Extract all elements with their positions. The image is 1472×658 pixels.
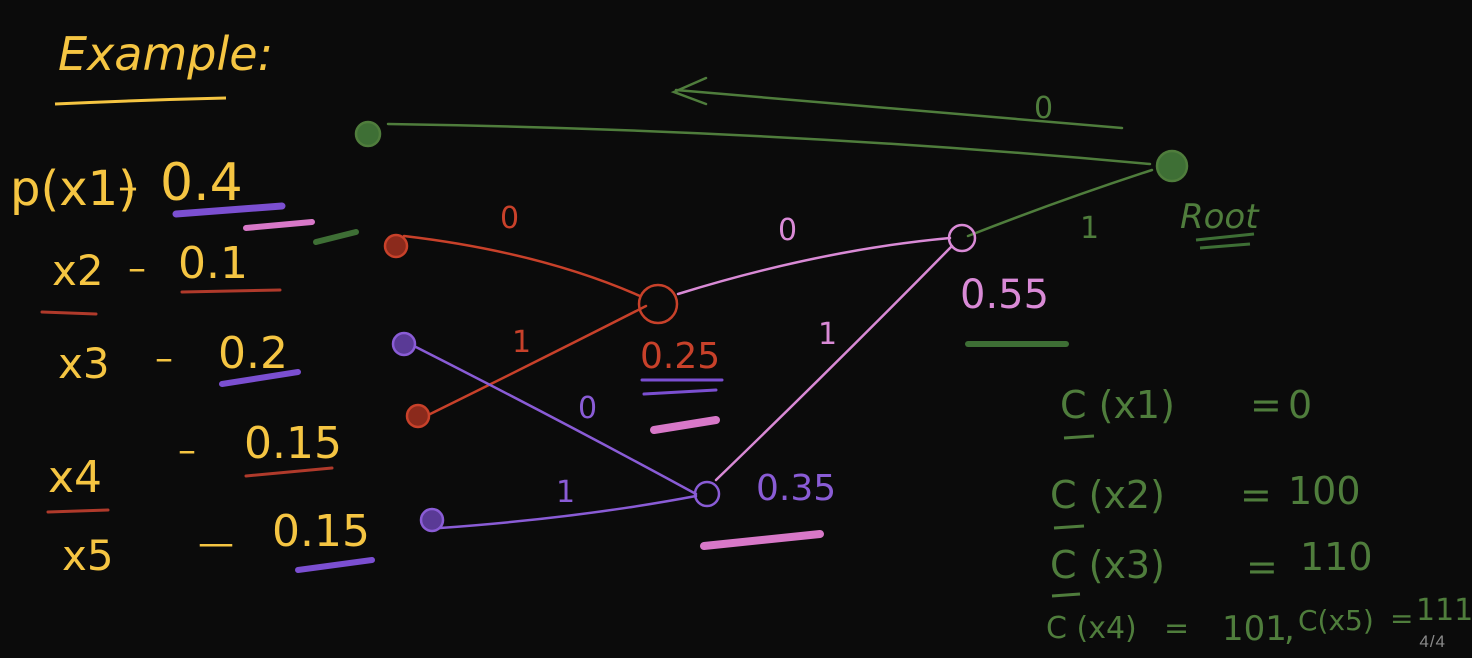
- edge-node25-node55: [676, 236, 952, 296]
- sum-label-35: 0.35: [756, 468, 836, 509]
- node-35: [693, 480, 721, 508]
- prob-dash-x4: –: [178, 430, 196, 471]
- root-label: Root: [1180, 197, 1260, 237]
- prob-dash-x5: —: [198, 523, 234, 564]
- prob-symbol-x1: p(x1): [10, 161, 137, 217]
- code-lhs-x3: C (x3): [1050, 543, 1165, 587]
- edge-label-x2-node25: 0: [500, 201, 519, 236]
- title-underline: [54, 96, 227, 106]
- code-eq-x1: =: [1250, 383, 1282, 427]
- code-rhs-x4: 101: [1222, 609, 1287, 649]
- prob-value-x4: 0.15: [244, 418, 342, 469]
- sum-label-55: 0.55: [960, 272, 1049, 318]
- code-underlines: [1051, 434, 1095, 598]
- code-rhs-x5: 111: [1416, 593, 1472, 628]
- edge-label-x4-node25: 1: [512, 325, 531, 360]
- edge-label-node35-node55: 1: [818, 317, 837, 352]
- probability-underlines: [40, 202, 375, 573]
- code-list: C (x1) = 0 C (x2) = 100 C (x3) = 110 C (…: [1046, 383, 1472, 649]
- edge-label-x5-node35: 1: [556, 475, 575, 510]
- edge-label-node55-root: 1: [1080, 211, 1099, 246]
- sum-underlines: [640, 341, 1069, 550]
- tree-edges: [313, 76, 1154, 530]
- code-eq-x4: =: [1164, 611, 1189, 646]
- edge-label-x1-root: 0: [1034, 91, 1053, 126]
- edge-labels: 0 1 0 1 0 1 0 1: [500, 91, 1099, 510]
- code-eq-x3: =: [1246, 545, 1278, 589]
- page-indicator: 4/4: [1419, 632, 1446, 651]
- title-text: Example:: [58, 27, 273, 81]
- edge-x4-node25: [416, 304, 648, 422]
- code-rhs-x2: 100: [1288, 469, 1361, 513]
- code-sep: ,: [1284, 609, 1295, 649]
- prob-value-x3: 0.2: [218, 328, 288, 379]
- code-rhs-x1: 0: [1288, 383, 1312, 427]
- code-lhs-x5: C(x5): [1298, 604, 1374, 637]
- edge-node55-root: [966, 168, 1154, 238]
- root-underline-2: [1199, 242, 1251, 250]
- prob-value-x2: 0.1: [178, 238, 248, 289]
- prob-dash-x3: –: [155, 338, 173, 379]
- sum-label-25: 0.25: [640, 336, 720, 377]
- edge-label-x3-node35: 0: [578, 391, 597, 426]
- code-rhs-x3: 110: [1300, 535, 1373, 579]
- edge-x2-dash: [313, 229, 359, 245]
- probability-list: p(x1) – 0.4 x2 – 0.1 x3 – 0.2 x4 – 0.15 …: [10, 153, 370, 580]
- node-x4-leaf: [405, 403, 431, 429]
- prob-symbol-x3: x3: [58, 339, 110, 388]
- root-underline-1: [1195, 232, 1255, 242]
- code-lhs-x4: C (x4): [1046, 611, 1137, 646]
- edge-x5-node35: [438, 494, 698, 530]
- code-eq-x5: =: [1390, 602, 1413, 635]
- node-55: [947, 223, 977, 253]
- code-eq-x2: =: [1240, 473, 1272, 517]
- edge-arrow-line: [674, 88, 1124, 130]
- code-lhs-x2: C (x2): [1050, 473, 1165, 517]
- node-25: [637, 283, 679, 325]
- tree-nodes: [354, 120, 1189, 533]
- edge-x1-root: [386, 122, 1152, 166]
- edge-x2-node25: [402, 234, 642, 298]
- node-root: [1155, 149, 1189, 183]
- prob-dash-x1: –: [118, 164, 138, 210]
- prob-symbol-x4: x4: [48, 452, 102, 503]
- prob-value-x5: 0.15: [272, 506, 370, 557]
- edge-arrow-head: [670, 76, 708, 106]
- prob-symbol-x5: x5: [62, 531, 114, 580]
- code-lhs-x1: C (x1): [1060, 383, 1175, 427]
- edge-node35-node55: [714, 244, 954, 482]
- edge-label-node25-node55: 0: [778, 213, 797, 248]
- prob-value-x1: 0.4: [160, 153, 243, 213]
- prob-symbol-x2: x2: [52, 246, 104, 295]
- node-x1-leaf: [354, 120, 382, 148]
- prob-dash-x2: –: [128, 248, 146, 289]
- node-x5-leaf: [419, 507, 445, 533]
- node-x3-leaf: [391, 331, 417, 357]
- edge-x3-node35: [408, 342, 698, 496]
- node-x2-leaf: [383, 233, 409, 259]
